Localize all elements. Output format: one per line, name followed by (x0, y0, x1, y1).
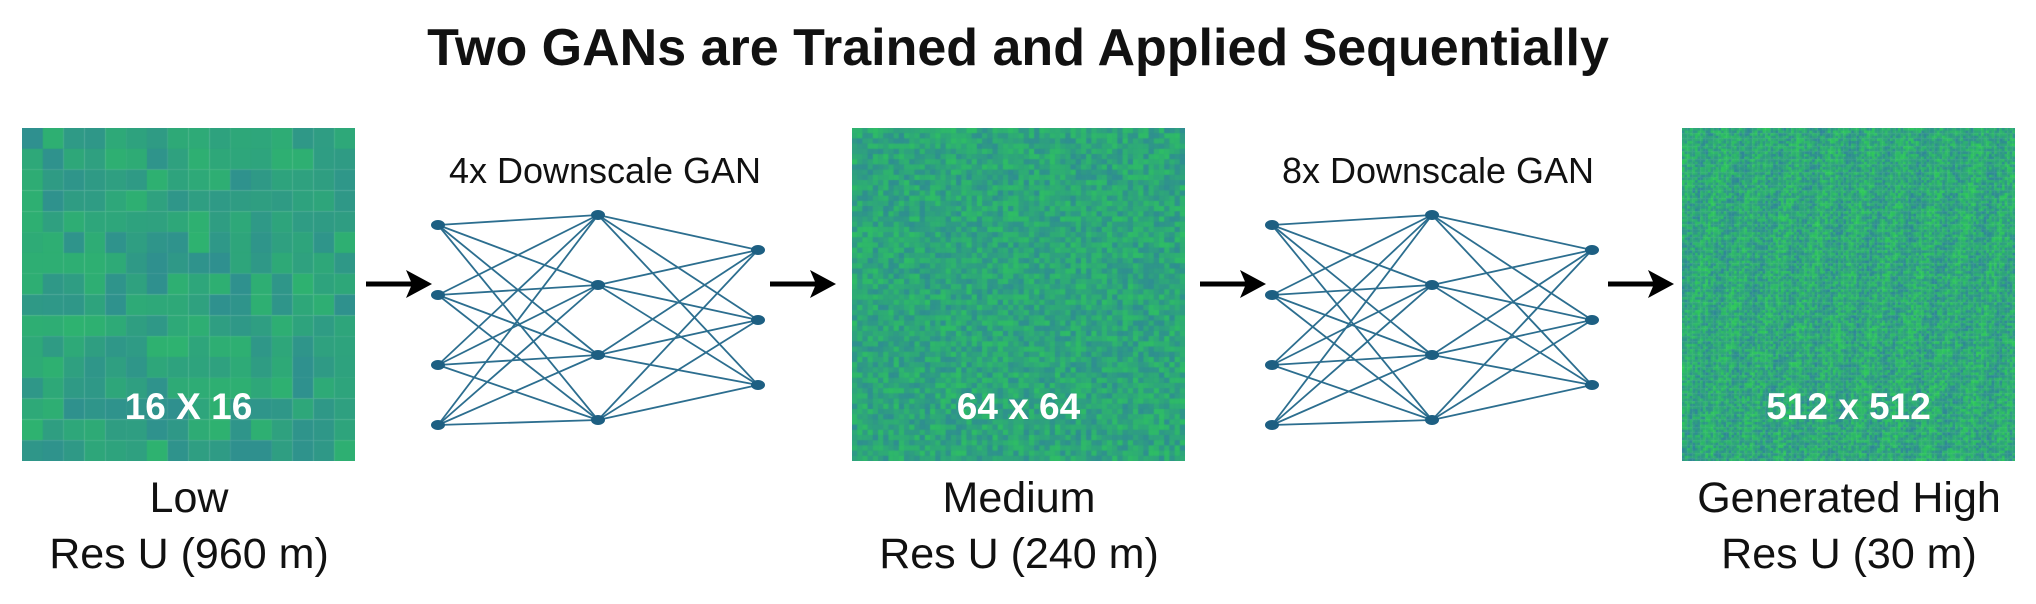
network-node (1265, 220, 1279, 230)
caption-line2: Res U (960 m) (49, 530, 329, 578)
medium-res-heatmap (852, 128, 1185, 461)
network-node (431, 290, 445, 300)
network-edge (597, 319, 759, 356)
network-edge (437, 419, 599, 426)
high-res-caption: Generated High Res U (30 m) (1649, 470, 2036, 582)
network-edge (1271, 419, 1433, 426)
low-res-heatmap (22, 128, 355, 461)
network-edge (597, 249, 759, 421)
network-node (1585, 245, 1599, 255)
network-edge (1271, 354, 1433, 366)
network-edge (437, 214, 599, 426)
network-edge (1431, 249, 1593, 356)
network-edge (1271, 214, 1433, 426)
network-node (751, 245, 765, 255)
low-res-field-image: 16 X 16 (22, 128, 355, 461)
network-edge (597, 384, 759, 421)
arrow-icon (1200, 270, 1266, 298)
grid-size-label: 64 x 64 (956, 386, 1081, 427)
network-node (1585, 380, 1599, 390)
network-node (1265, 290, 1279, 300)
high-res-heatmap (1682, 128, 2015, 461)
network-node (751, 315, 765, 325)
caption-line2: Res U (30 m) (1721, 530, 1977, 578)
network-edge (597, 249, 759, 356)
network-edge (597, 214, 759, 386)
network-edge (1271, 284, 1433, 426)
network-edge (437, 354, 599, 366)
network-edge (1431, 214, 1593, 251)
arrow-icon (770, 270, 836, 298)
network-node (1425, 350, 1439, 360)
network-node (431, 360, 445, 370)
network-edge (1271, 364, 1433, 421)
network-node (591, 280, 605, 290)
network-edge (1431, 319, 1593, 421)
network-edge (437, 284, 599, 426)
arrow-icon (366, 270, 432, 298)
network-node (1265, 360, 1279, 370)
network-edge (1271, 224, 1433, 421)
network-edge (437, 214, 599, 226)
network-edge (1431, 384, 1593, 421)
gan-label: 4x Downscale GAN (448, 150, 762, 191)
gan-label: 8x Downscale GAN (1281, 150, 1595, 191)
neural-network-icon (1265, 210, 1599, 430)
network-edge (1271, 354, 1433, 426)
network-node (1425, 415, 1439, 425)
network-node (591, 415, 605, 425)
high-res-field-image: 512 x 512 (1682, 128, 2015, 461)
diagram-title: Two GANs are Trained and Applied Sequent… (427, 19, 1609, 77)
network-node (1425, 280, 1439, 290)
network-edge (437, 214, 599, 366)
network-node (1265, 420, 1279, 430)
low-res-caption: Low Res U (960 m) (0, 470, 389, 582)
network-node (431, 220, 445, 230)
network-edge (437, 224, 599, 421)
network-edge (1271, 294, 1433, 421)
medium-res-caption: Medium Res U (240 m) (819, 470, 1219, 582)
grid-size-label: 16 X 16 (124, 386, 253, 427)
network-edge (1431, 319, 1593, 356)
network-edge (437, 284, 599, 366)
medium-res-field-image: 64 x 64 (852, 128, 1185, 461)
network-edge (437, 354, 599, 426)
network-edge (437, 364, 599, 421)
network-edge (437, 294, 599, 421)
arrow-icon (1608, 270, 1674, 298)
network-node (1585, 315, 1599, 325)
caption-line1: Generated High (1697, 474, 2001, 522)
network-edge (1271, 214, 1433, 226)
network-edge (1271, 284, 1433, 366)
neural-network-icon (431, 210, 765, 430)
network-node (591, 350, 605, 360)
caption-line1: Low (149, 474, 229, 522)
grid-size-label: 512 x 512 (1766, 386, 1931, 427)
network-edge (597, 319, 759, 421)
network-edge (597, 214, 759, 251)
caption-line1: Medium (942, 474, 1096, 522)
caption-line2: Res U (240 m) (879, 530, 1159, 578)
network-edge (1271, 214, 1433, 296)
network-node (591, 210, 605, 220)
network-edge (597, 249, 759, 286)
network-node (1425, 210, 1439, 220)
network-edge (437, 214, 599, 296)
network-edge (1431, 249, 1593, 286)
network-edge (1271, 214, 1433, 366)
network-node (751, 380, 765, 390)
network-edge (1431, 249, 1593, 421)
network-edge (1431, 214, 1593, 386)
network-node (431, 420, 445, 430)
